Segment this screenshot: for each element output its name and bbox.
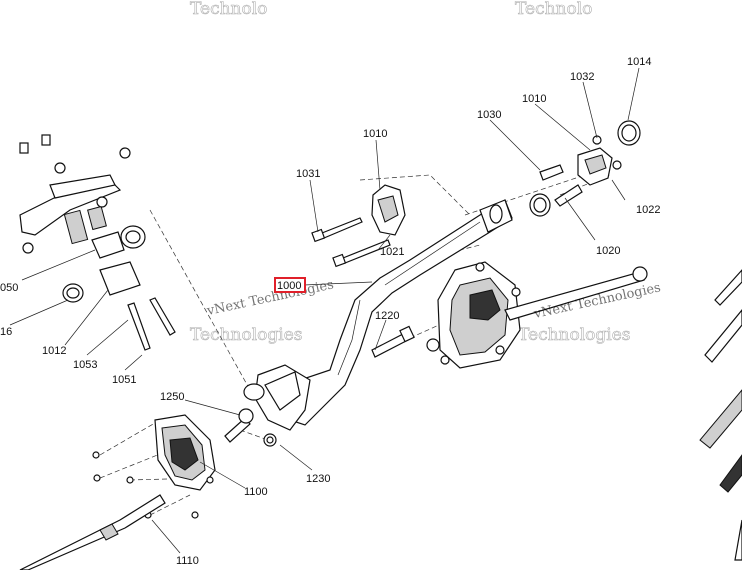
callout-1014[interactable]: 1014 [627, 56, 651, 68]
callout-1010-right[interactable]: 1010 [522, 93, 546, 105]
bolts [224, 164, 583, 443]
center-clamp [371, 184, 406, 236]
left-bracket-assembly [19, 134, 176, 351]
lower-cover-housing [19, 414, 277, 570]
callout-050[interactable]: 050 [0, 282, 18, 294]
highlight-box-1000 [274, 277, 306, 293]
steering-shaft [243, 199, 513, 431]
watermark-left: vNext Technologies [205, 277, 335, 319]
watermark-mid-right-outline: Technologies [518, 325, 631, 345]
upper-clamp [577, 120, 641, 186]
watermark-mid-left-outline: Technologies [190, 325, 303, 345]
callout-16[interactable]: 16 [0, 326, 12, 338]
callout-1000[interactable]: 1000 [277, 280, 301, 292]
callout-1010-center[interactable]: 1010 [363, 128, 387, 140]
callout-1031[interactable]: 1031 [296, 168, 320, 180]
callout-1030[interactable]: 1030 [477, 109, 501, 121]
callout-1100[interactable]: 1100 [244, 486, 268, 498]
leader-lines [9, 67, 640, 554]
callout-1230[interactable]: 1230 [306, 473, 330, 485]
callout-labels: 1014 1032 1010 1030 1010 1031 1022 1021 … [0, 56, 660, 567]
callout-1250[interactable]: 1250 [160, 391, 184, 403]
callout-1021[interactable]: 1021 [380, 246, 404, 258]
callout-1053[interactable]: 1053 [73, 359, 97, 371]
callout-1051[interactable]: 1051 [112, 374, 136, 386]
callout-1220[interactable]: 1220 [375, 310, 399, 322]
callout-1020[interactable]: 1020 [596, 245, 620, 257]
callout-1012[interactable]: 1012 [42, 345, 66, 357]
bushings [479, 193, 551, 233]
watermark-top-right: Technolo [515, 0, 592, 19]
callout-1022[interactable]: 1022 [636, 204, 660, 216]
callout-1032[interactable]: 1032 [570, 71, 594, 83]
right-cover-housing [426, 261, 648, 369]
callout-1110[interactable]: 1110 [176, 555, 199, 567]
right-edge-parts [699, 269, 742, 561]
watermark-top-left: Technolo [190, 0, 267, 19]
